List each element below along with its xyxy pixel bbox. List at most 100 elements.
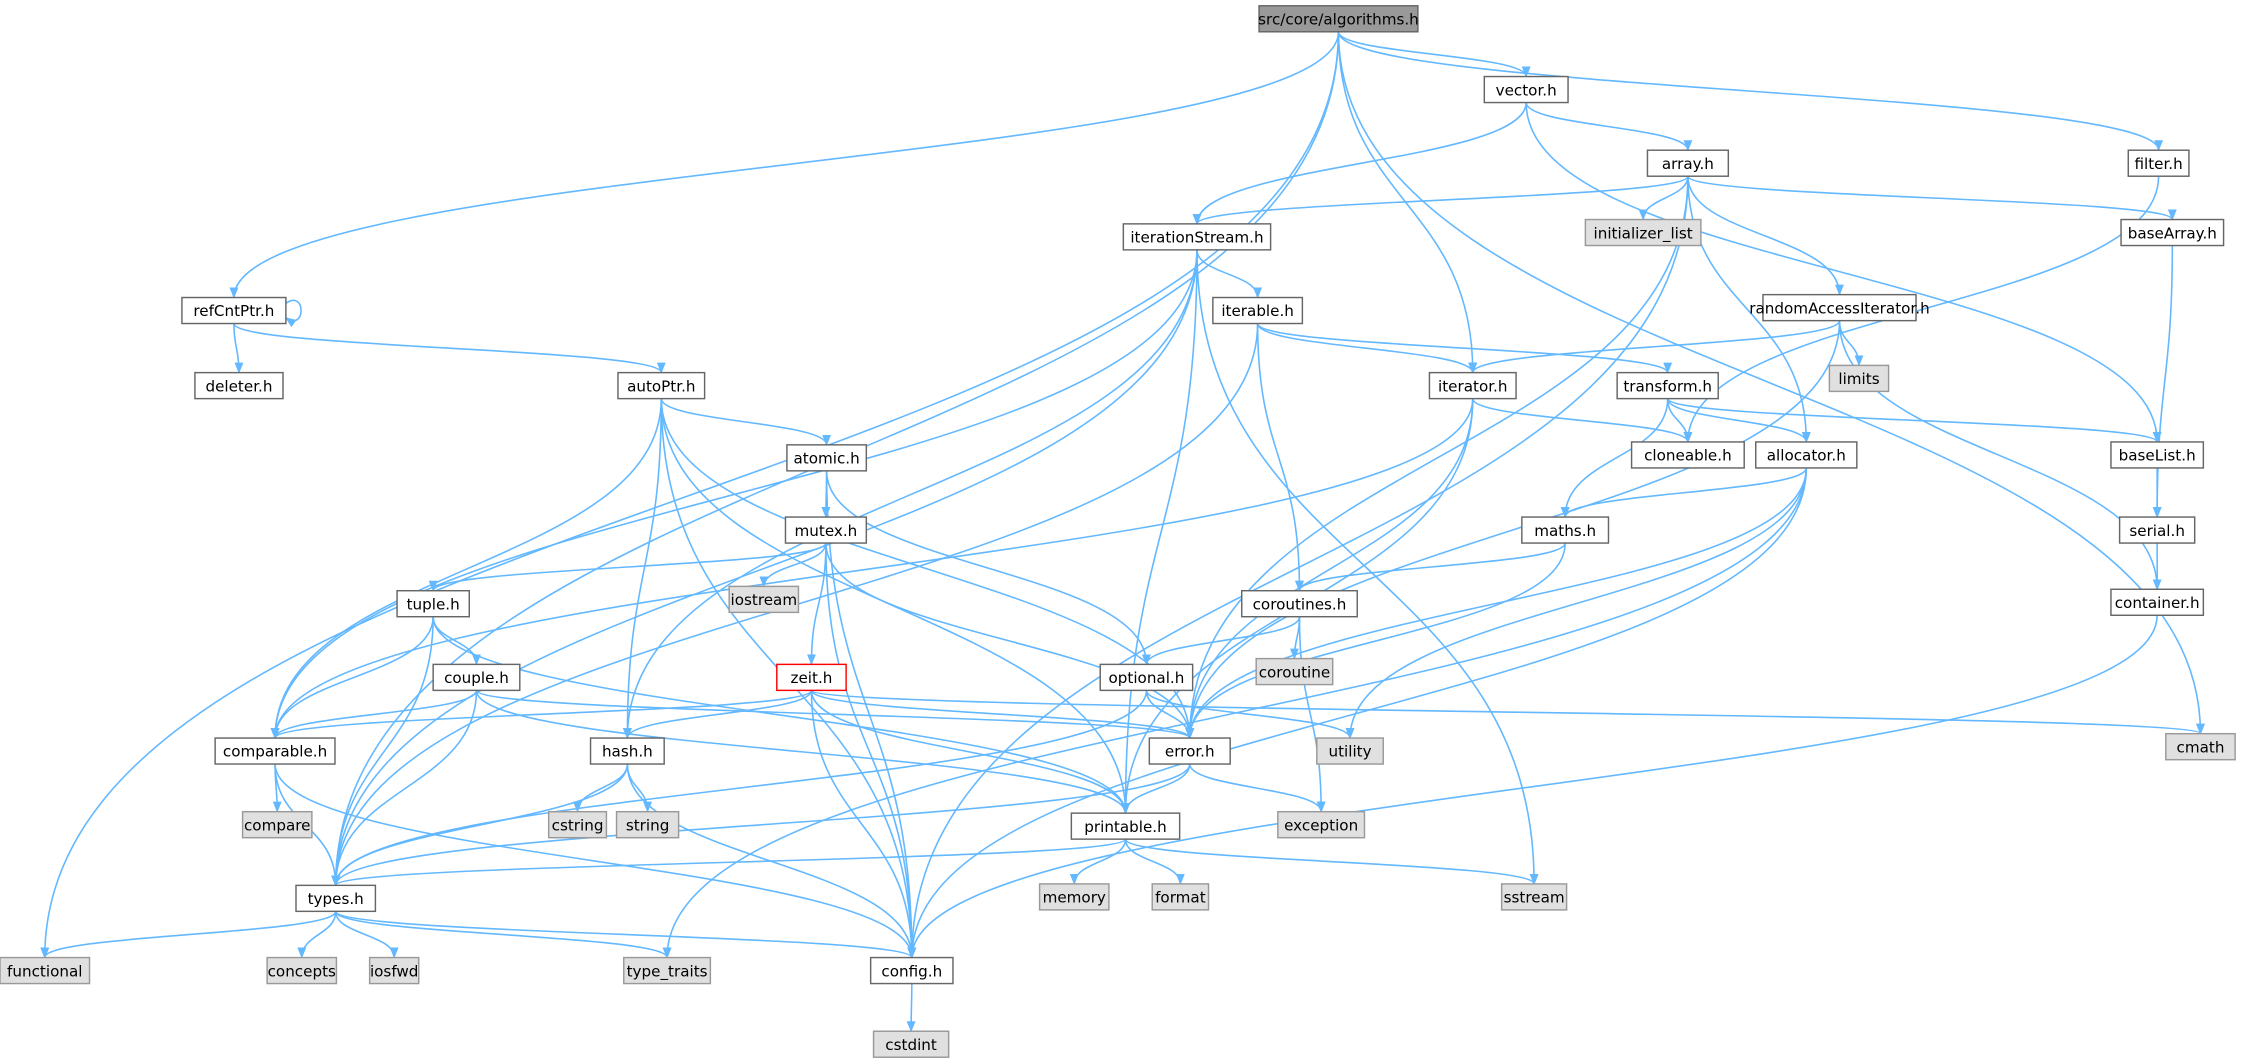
node-box <box>872 1030 950 1058</box>
node-transform[interactable]: transform.h <box>1616 371 1719 400</box>
edge-couple-to-printable <box>475 690 1130 815</box>
edge-iterator-to-cloneable <box>1471 398 1693 444</box>
node-label: transform.h <box>1623 377 1712 395</box>
node-box <box>181 296 287 325</box>
node-baseArray[interactable]: baseArray.h <box>2120 218 2225 247</box>
edge-randomAccessIterator-to-container <box>1838 320 2162 591</box>
node-box <box>1646 149 1730 177</box>
node-box <box>1828 364 1890 393</box>
node-array[interactable]: array.h <box>1646 149 1730 177</box>
node-label: couple.h <box>444 669 509 687</box>
node-label: cloneable.h <box>1644 447 1732 465</box>
node-label: serial.h <box>2129 522 2185 540</box>
node-label: zeit.h <box>791 669 833 687</box>
edge-comparable-to-config <box>274 764 917 959</box>
edge-coroutines-to-exception <box>1298 616 1326 813</box>
node-deleter[interactable]: deleter.h <box>194 371 284 400</box>
node-types[interactable]: types.h <box>295 884 377 913</box>
edge-zeit-to-config <box>810 690 917 959</box>
node-label: concepts <box>268 962 336 980</box>
edge-iterationStream-to-comparable <box>270 249 1198 740</box>
edge-maths-to-coroutines <box>1295 542 1566 592</box>
node-label: cmath <box>2177 738 2225 756</box>
node-atomic[interactable]: atomic.h <box>786 444 868 472</box>
edge-hash-to-string <box>626 764 653 813</box>
node-box <box>547 810 608 839</box>
node-box <box>1316 737 1384 765</box>
node-cloneable[interactable]: cloneable.h <box>1630 441 1745 469</box>
edge-couple-to-comparable <box>270 690 478 740</box>
edge-tuple-to-couple <box>432 616 481 666</box>
node-box <box>1483 75 1569 104</box>
node-iterationStream[interactable]: iterationStream.h <box>1122 223 1272 251</box>
node-box <box>1521 516 1610 544</box>
node-error[interactable]: error.h <box>1148 737 1231 765</box>
node-tuple[interactable]: tuple.h <box>396 589 470 618</box>
node-box <box>1277 810 1366 839</box>
node-compare: compare <box>241 810 313 839</box>
edge-autoPtr-to-hash <box>622 398 663 740</box>
node-randomAccessIterator[interactable]: randomAccessIterator.h <box>1749 293 1930 322</box>
node-root[interactable]: src/core/algorithms.h <box>1258 5 1419 33</box>
edge-printable-to-types <box>331 838 1127 887</box>
node-config[interactable]: config.h <box>869 956 954 985</box>
node-comparable[interactable]: comparable.h <box>214 737 336 765</box>
edge-error-to-types <box>331 763 1191 887</box>
node-zeit[interactable]: zeit.h <box>776 663 847 692</box>
node-maths[interactable]: maths.h <box>1521 516 1610 544</box>
edge-optional-to-utility <box>1145 690 1355 740</box>
node-limits: limits <box>1828 364 1890 393</box>
node-printable[interactable]: printable.h <box>1070 812 1181 840</box>
edge-array-to-iterationStream <box>1192 175 1689 225</box>
edge-error-to-printable <box>1121 763 1191 815</box>
node-autoPtr[interactable]: autoPtr.h <box>617 371 706 400</box>
node-coroutines[interactable]: coroutines.h <box>1241 589 1358 618</box>
node-couple[interactable]: couple.h <box>432 663 521 692</box>
node-label: cstdint <box>885 1036 937 1054</box>
node-label: randomAccessIterator.h <box>1749 299 1929 317</box>
node-label: baseList.h <box>2119 447 2196 465</box>
node-label: refCntPtr.h <box>193 302 274 320</box>
node-box <box>776 663 847 692</box>
node-box <box>1616 371 1719 400</box>
edge-mutex-to-iostream <box>759 542 827 588</box>
edge-vector-to-array <box>1525 102 1693 152</box>
node-filter[interactable]: filter.h <box>2127 149 2190 177</box>
node-box <box>1212 296 1304 325</box>
node-label: autoPtr.h <box>627 377 695 395</box>
edge-printable-to-format <box>1124 839 1185 886</box>
node-container[interactable]: container.h <box>2110 588 2205 616</box>
edge-config-to-cstdint <box>906 983 916 1033</box>
node-iterator[interactable]: iterator.h <box>1428 371 1517 400</box>
edge-zeit-to-cmath <box>810 689 2205 735</box>
node-box <box>1258 5 1419 33</box>
node-label: initializer_list <box>1594 224 1693 243</box>
node-label: iostream <box>731 591 798 609</box>
node-utility: utility <box>1316 737 1384 765</box>
nodes-layer: src/core/algorithms.h vector.h filter.h arr… <box>0 5 2236 1058</box>
node-vector[interactable]: vector.h <box>1483 75 1569 104</box>
node-serial[interactable]: serial.h <box>2118 516 2196 544</box>
node-exception: exception <box>1277 810 1366 839</box>
node-iterable[interactable]: iterable.h <box>1212 296 1304 325</box>
node-mutex[interactable]: mutex.h <box>784 516 868 544</box>
edge-array-to-error <box>1185 176 1689 740</box>
edge-randomAccessIterator-to-iterator <box>1468 320 1841 374</box>
node-box <box>396 589 470 618</box>
node-box <box>266 956 338 985</box>
node-box <box>432 663 521 692</box>
node-optional[interactable]: optional.h <box>1099 663 1194 692</box>
edge-types-to-functional <box>40 910 337 959</box>
node-baseList[interactable]: baseList.h <box>2110 441 2205 469</box>
edge-atomic-to-optional <box>825 470 1151 666</box>
node-memory: memory <box>1038 883 1110 911</box>
node-label: optional.h <box>1109 669 1185 687</box>
node-allocator[interactable]: allocator.h <box>1755 441 1858 469</box>
edge-iterator-to-comparable <box>270 398 1474 740</box>
edge-tuple-to-comparable <box>270 616 434 740</box>
node-iosfwd: iosfwd <box>368 956 420 985</box>
node-hash[interactable]: hash.h <box>589 737 665 765</box>
node-refCntPtr[interactable]: refCntPtr.h <box>181 296 287 325</box>
edge-mutex-to-tuple <box>428 542 827 592</box>
